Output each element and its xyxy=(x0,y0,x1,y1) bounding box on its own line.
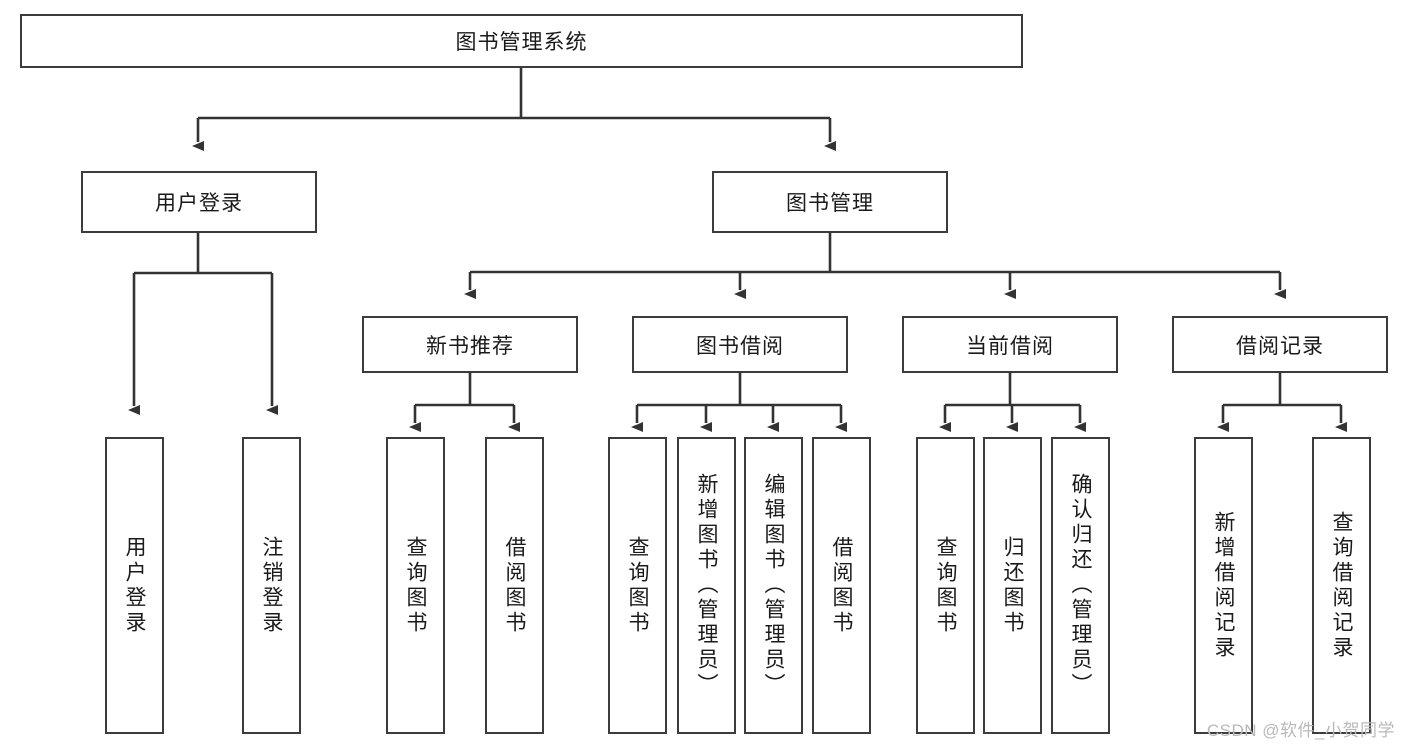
node-leaf-query-book-1[interactable]: 查询图书 xyxy=(386,437,445,734)
node-current-borrow[interactable]: 当前借阅 xyxy=(902,316,1118,373)
node-leaf-query-book-3[interactable]: 查询图书 xyxy=(916,437,975,734)
node-leaf-query-record[interactable]: 查询借阅记录 xyxy=(1312,437,1371,734)
node-leaf-logout[interactable]: 注销登录 xyxy=(242,437,301,734)
node-new-book-rec-label: 新书推荐 xyxy=(426,334,514,358)
node-leaf-borrow-book-1-label: 借阅图书 xyxy=(503,535,526,636)
node-leaf-confirm-return[interactable]: 确认归还（管理员） xyxy=(1051,437,1110,734)
node-leaf-query-book-1-label: 查询图书 xyxy=(404,535,427,636)
node-leaf-query-record-label: 查询借阅记录 xyxy=(1330,510,1353,661)
node-book-borrow[interactable]: 图书借阅 xyxy=(632,316,848,373)
node-user-login[interactable]: 用户登录 xyxy=(81,171,317,233)
node-leaf-user-login-label: 用户登录 xyxy=(123,535,146,636)
node-root[interactable]: 图书管理系统 xyxy=(20,14,1023,68)
node-book-borrow-label: 图书借阅 xyxy=(696,334,784,358)
node-leaf-edit-book-label: 编辑图书（管理员） xyxy=(762,473,785,698)
node-borrow-record[interactable]: 借阅记录 xyxy=(1172,316,1388,373)
node-leaf-return-book-label: 归还图书 xyxy=(1001,535,1024,636)
node-new-book-rec[interactable]: 新书推荐 xyxy=(362,316,578,373)
node-leaf-add-book-label: 新增图书（管理员） xyxy=(695,473,718,698)
node-leaf-query-book-2-label: 查询图书 xyxy=(626,535,649,636)
node-leaf-borrow-book-2[interactable]: 借阅图书 xyxy=(812,437,871,734)
node-leaf-query-book-2[interactable]: 查询图书 xyxy=(608,437,667,734)
node-leaf-user-login[interactable]: 用户登录 xyxy=(105,437,164,734)
node-leaf-borrow-book-1[interactable]: 借阅图书 xyxy=(485,437,544,734)
node-book-manage-label: 图书管理 xyxy=(786,192,874,215)
node-leaf-confirm-return-label: 确认归还（管理员） xyxy=(1069,473,1092,698)
node-borrow-record-label: 借阅记录 xyxy=(1236,334,1324,358)
node-root-label: 图书管理系统 xyxy=(455,31,588,54)
node-leaf-logout-label: 注销登录 xyxy=(260,535,283,636)
node-leaf-add-book[interactable]: 新增图书（管理员） xyxy=(677,437,736,734)
node-user-login-label: 用户登录 xyxy=(155,192,243,215)
node-book-manage[interactable]: 图书管理 xyxy=(712,171,948,233)
node-leaf-borrow-book-2-label: 借阅图书 xyxy=(830,535,853,636)
node-leaf-edit-book[interactable]: 编辑图书（管理员） xyxy=(744,437,803,734)
node-leaf-query-book-3-label: 查询图书 xyxy=(934,535,957,636)
node-current-borrow-label: 当前借阅 xyxy=(966,334,1054,358)
node-leaf-add-record[interactable]: 新增借阅记录 xyxy=(1194,437,1253,734)
watermark: CSDN @软件_小贺同学 xyxy=(1206,721,1395,740)
node-leaf-add-record-label: 新增借阅记录 xyxy=(1212,510,1235,661)
node-leaf-return-book[interactable]: 归还图书 xyxy=(983,437,1042,734)
